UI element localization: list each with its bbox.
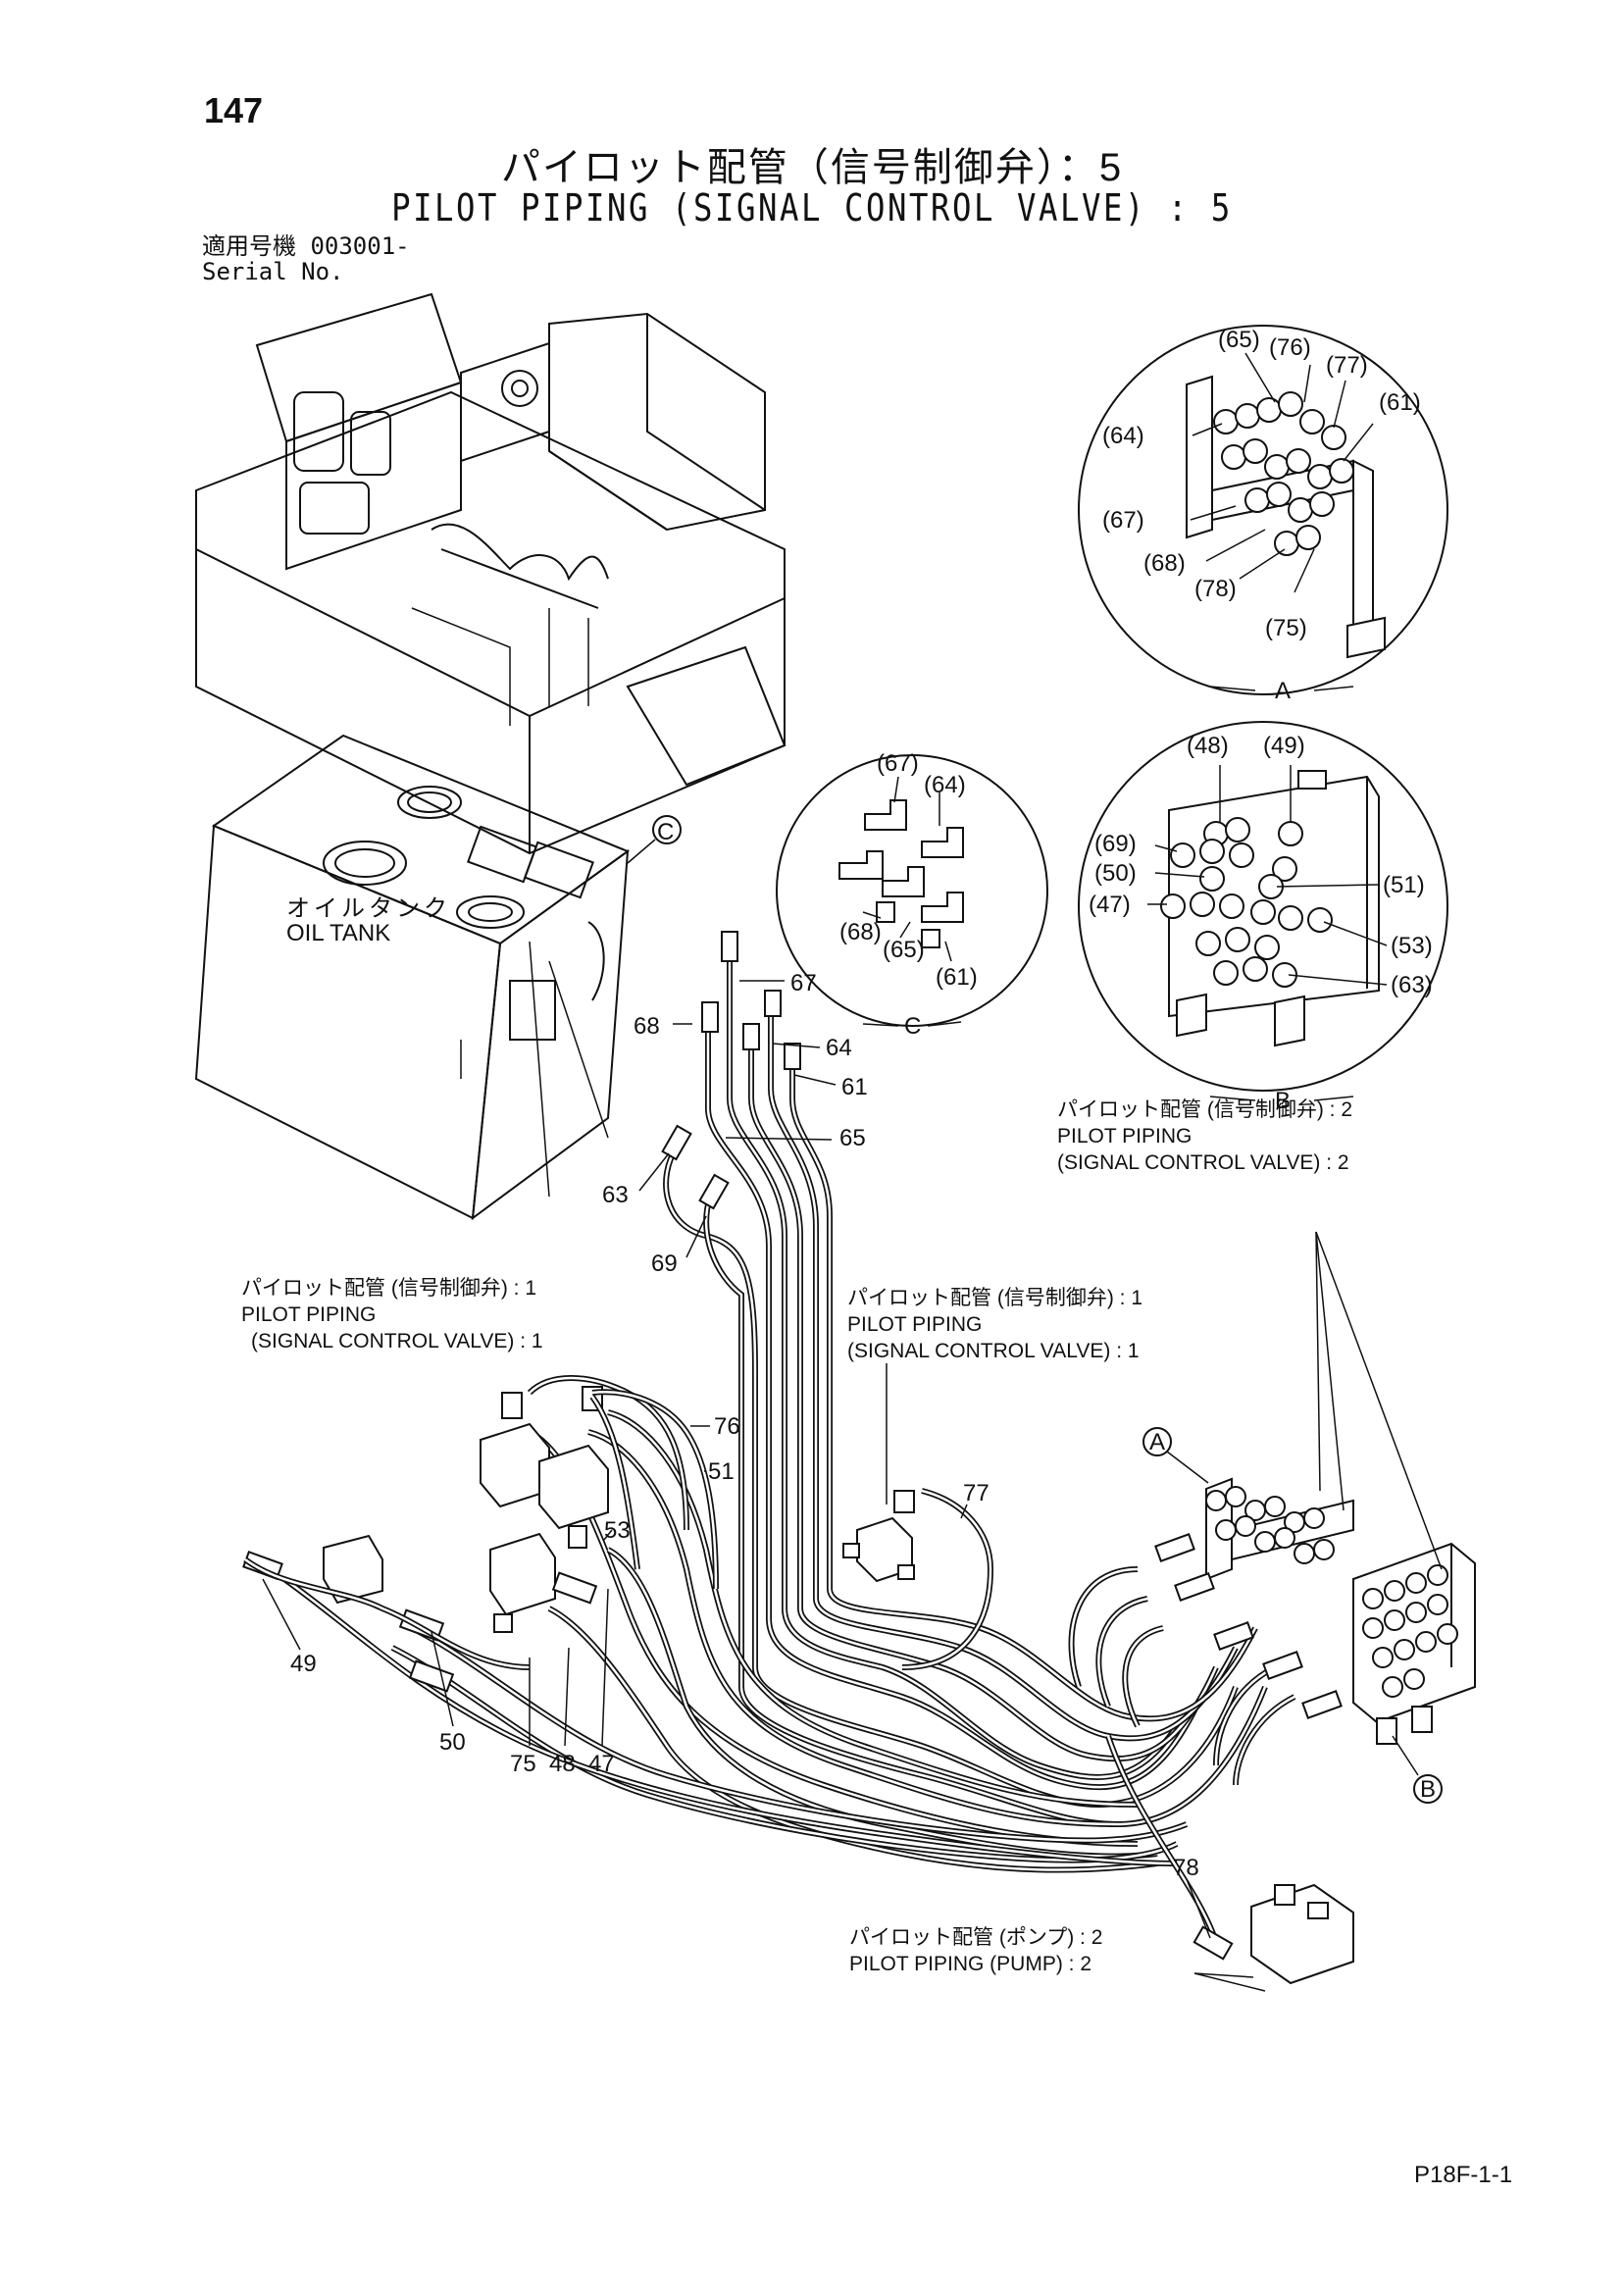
note-pump-2: パイロット配管 (ポンプ) : 2 PILOT PIPING (PUMP) : … (849, 1924, 1102, 1977)
valve-block-77 (842, 1363, 915, 1583)
callout-49: 49 (290, 1651, 317, 1677)
callout-65: 65 (839, 1125, 866, 1151)
ref-b-marker: B (1420, 1776, 1436, 1803)
callout-48: 48 (549, 1751, 576, 1777)
detail-b-callout-48: (48) (1187, 733, 1229, 759)
detail-a-callout-64: (64) (1102, 423, 1144, 449)
detail-b-callout-69: (69) (1094, 831, 1137, 857)
note-signal-valve-1-mid-en2: (SIGNAL CONTROL VALVE) : 1 (847, 1340, 1140, 1362)
detail-c-callout-68: (68) (839, 919, 882, 945)
detail-b-callout-50: (50) (1094, 860, 1137, 887)
detail-a-callout-78: (78) (1194, 576, 1237, 602)
detail-b-label: B (1275, 1088, 1291, 1114)
detail-c-callout-61: (61) (936, 964, 978, 991)
detail-b-callout-49: (49) (1263, 733, 1305, 759)
ref-c-marker: C (657, 819, 674, 845)
callout-67: 67 (790, 970, 817, 996)
note-signal-valve-1-mid-jp: パイロット配管 (信号制御弁) : 1 (847, 1287, 1143, 1309)
note-signal-valve-2: パイロット配管 (信号制御弁) : 2 PILOT PIPING (SIGNAL… (1057, 1097, 1352, 1176)
note-signal-valve-2-en1: PILOT PIPING (1057, 1125, 1193, 1148)
page-title-english: PILOT PIPING (SIGNAL CONTROL VALVE) : 5 (391, 186, 1233, 230)
detail-b-callout-47: (47) (1089, 892, 1131, 918)
pump-block (1193, 1883, 1354, 1992)
detail-b-circle: (48) (49) (69) (50) (47) (51) (53) (63) … (1078, 721, 1448, 1114)
serial-english: Serial No. (202, 258, 344, 285)
control-valve-assembly-right (1142, 1231, 1476, 1804)
machine-overview-drawing (195, 292, 787, 855)
callout-61: 61 (841, 1074, 868, 1100)
callout-78: 78 (1173, 1855, 1199, 1881)
note-signal-valve-2-en2: (SIGNAL CONTROL VALVE) : 2 (1057, 1151, 1349, 1174)
callout-76: 76 (714, 1413, 740, 1440)
hose-bundle (282, 942, 1296, 1943)
note-signal-valve-1-left-en1: PILOT PIPING (241, 1303, 377, 1326)
callout-50: 50 (439, 1729, 466, 1756)
detail-a-callout-77: (77) (1326, 352, 1368, 379)
callout-68: 68 (634, 1013, 660, 1040)
hose-fittings-top (661, 931, 801, 1210)
oil-tank-label-english: OIL TANK (286, 920, 391, 946)
callout-75: 75 (510, 1751, 536, 1777)
detail-c-callout-65: (65) (883, 937, 925, 963)
page-number: 147 (204, 90, 264, 130)
detail-c-callout-67: (67) (877, 750, 919, 777)
main-callouts: 67 68 64 61 65 63 69 76 51 53 77 49 50 7… (290, 819, 1436, 1881)
document-reference: P18F-1-1 (1414, 2162, 1513, 2188)
detail-b-callout-53: (53) (1391, 933, 1433, 959)
callout-53: 53 (604, 1517, 631, 1544)
detail-c-circle: (67) (64) (68) (65) (61) C (776, 750, 1048, 1040)
detail-a-label: A (1275, 678, 1291, 704)
detail-a-circle: (65) (76) (77) (61) (64) (67) (68) (78) … (1078, 325, 1448, 704)
serial-number-block: 適用号機 003001- Serial No. (202, 233, 410, 284)
callout-77: 77 (963, 1480, 990, 1506)
note-signal-valve-1-mid-en1: PILOT PIPING (847, 1313, 983, 1336)
callout-63: 63 (602, 1182, 629, 1208)
detail-a-callout-61: (61) (1379, 389, 1421, 416)
note-signal-valve-1-left-jp: パイロット配管 (信号制御弁) : 1 (241, 1277, 537, 1300)
note-signal-valve-1-mid: パイロット配管 (信号制御弁) : 1 PILOT PIPING (SIGNAL… (847, 1285, 1142, 1364)
callout-69: 69 (651, 1250, 678, 1277)
oil-tank-label-japanese: オイルタンク (286, 895, 451, 922)
detail-a-callout-65: (65) (1218, 327, 1260, 353)
note-pump-2-en: PILOT PIPING (PUMP) : 2 (849, 1953, 1091, 1975)
detail-b-callout-63: (63) (1391, 972, 1433, 998)
detail-a-callout-67: (67) (1102, 507, 1144, 534)
note-signal-valve-1-left-en2: (SIGNAL CONTROL VALVE) : 1 (251, 1330, 543, 1352)
note-pump-2-jp: パイロット配管 (ポンプ) : 2 (849, 1926, 1103, 1949)
callout-47: 47 (588, 1751, 615, 1777)
leader-lines (262, 980, 1211, 1939)
ref-a-marker: A (1149, 1429, 1165, 1455)
page-title-japanese: パイロット配管（信号制御弁）：5 (500, 146, 1124, 189)
oil-tank-drawing (194, 734, 682, 1221)
detail-c-label: C (904, 1013, 921, 1040)
detail-a-callout-68: (68) (1143, 550, 1186, 577)
valve-blocks-left (242, 1375, 719, 1693)
detail-a-callout-75: (75) (1265, 615, 1307, 641)
detail-b-callout-51: (51) (1383, 872, 1425, 898)
detail-c-callout-64: (64) (924, 772, 966, 798)
detail-a-callout-76: (76) (1269, 334, 1311, 361)
note-signal-valve-2-jp: パイロット配管 (信号制御弁) : 2 (1057, 1098, 1353, 1121)
serial-japanese: 適用号機 003001- (202, 232, 410, 260)
note-signal-valve-1-left: パイロット配管 (信号制御弁) : 1 PILOT PIPING (SIGNAL… (241, 1275, 543, 1354)
callout-51: 51 (708, 1458, 735, 1485)
callout-64: 64 (826, 1035, 852, 1061)
